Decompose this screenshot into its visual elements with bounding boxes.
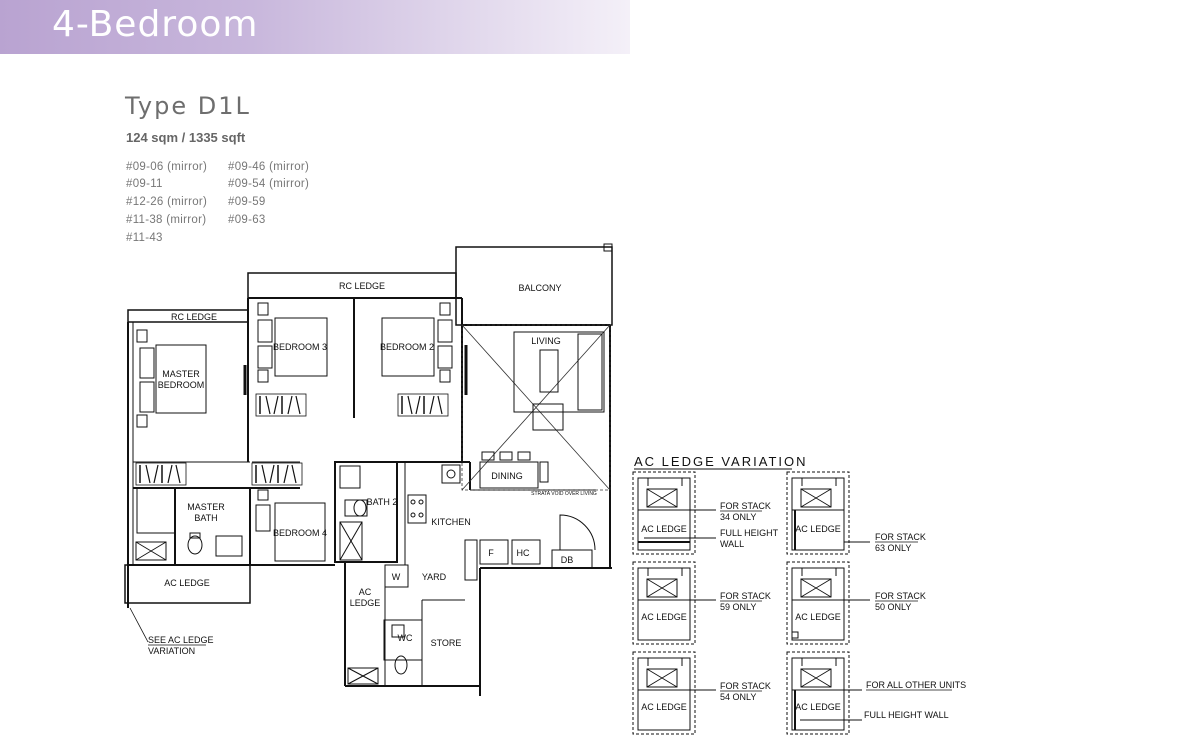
balcony-label: BALCONY: [518, 283, 561, 293]
full-height-wall-note: FULL HEIGHT WALL: [864, 710, 949, 720]
bath-2-label: BATH 2: [367, 497, 398, 507]
ac-unit-icon: [800, 668, 832, 688]
bedroom-2-label: BEDROOM 2: [380, 342, 434, 352]
ac-variation-title: AC LEDGE VARIATION: [634, 454, 808, 469]
ac-ledge-label: AC LEDGE: [795, 612, 841, 622]
stack-note: 63 ONLY: [875, 543, 911, 553]
stack-note: 34 ONLY: [720, 512, 756, 522]
ac-variation-item: [786, 651, 862, 735]
ac-ledge-label: AC LEDGE: [795, 524, 841, 534]
ac-ledge-yard-label: LEDGE: [350, 598, 381, 608]
stack-note: FOR STACK: [720, 501, 771, 511]
unit-number: #09-46 (mirror): [228, 161, 310, 173]
living-label: LIVING: [531, 336, 561, 346]
unit-number: #09-06 (mirror): [126, 161, 208, 173]
unit-area: 124 sqm / 1335 sqft: [126, 130, 246, 145]
ac-variation-item: [632, 561, 716, 645]
ac-variation-item: [632, 471, 716, 555]
see-variation-note: VARIATION: [148, 646, 195, 656]
wc-label: WC: [398, 633, 413, 643]
ac-variation-item: [786, 471, 870, 555]
ac-unit-icon: [646, 668, 678, 688]
stack-note: FOR STACK: [720, 681, 771, 691]
stack-note: FOR STACK: [875, 532, 926, 542]
full-height-wall-note: FULL HEIGHT: [720, 528, 779, 538]
wardrobe-icon: [135, 462, 187, 486]
stack-note: FOR STACK: [720, 591, 771, 601]
rc-ledge-left-label: RC LEDGE: [171, 312, 217, 322]
master-bedroom-label: BEDROOM: [158, 380, 205, 390]
wardrobe-icon: [255, 393, 307, 417]
ac-ledge-label: AC LEDGE: [164, 578, 210, 588]
ac-ledge-yard-label: AC: [359, 587, 372, 597]
ac-variation-item: [632, 651, 716, 735]
unit-number: #12-26 (mirror): [126, 196, 208, 208]
ac-ledge-label: AC LEDGE: [795, 702, 841, 712]
stack-note: 54 ONLY: [720, 692, 756, 702]
ac-unit-icon: [646, 488, 678, 508]
see-variation-note: SEE AC LEDGE: [148, 635, 214, 645]
ac-unit-icon: [800, 578, 832, 598]
fridge-label: F: [488, 548, 494, 558]
master-bedroom-label: MASTER: [162, 369, 200, 379]
ac-ledge-label: AC LEDGE: [641, 524, 687, 534]
hc-label: HC: [517, 548, 530, 558]
kitchen-label: KITCHEN: [431, 517, 471, 527]
ac-variation-item: [786, 561, 870, 645]
unit-number: #09-59: [228, 196, 266, 208]
stack-note: 59 ONLY: [720, 602, 756, 612]
dining-label: DINING: [491, 471, 523, 481]
header-banner: 4-Bedroom: [0, 0, 630, 54]
wardrobe-icon: [251, 462, 303, 486]
stack-note: FOR ALL OTHER UNITS: [866, 680, 966, 690]
bedroom-3-label: BEDROOM 3: [273, 342, 327, 352]
master-bath-label: BATH: [194, 513, 217, 523]
unit-number: #09-54 (mirror): [228, 178, 310, 190]
washer-label: W: [392, 572, 401, 582]
furniture: [136, 302, 605, 685]
ac-ledge-label: AC LEDGE: [641, 612, 687, 622]
ac-unit-icon: [800, 488, 832, 508]
wardrobe-icon: [397, 393, 449, 417]
stack-note: FOR STACK: [875, 591, 926, 601]
ac-ledge-label: AC LEDGE: [641, 702, 687, 712]
unit-number: #11-38 (mirror): [126, 214, 207, 226]
yard-label: YARD: [422, 572, 447, 582]
store-label: STORE: [431, 638, 462, 648]
unit-number: #11-43: [126, 232, 163, 244]
bedroom-4-label: BEDROOM 4: [273, 528, 327, 538]
ac-unit-icon: [646, 578, 678, 598]
full-height-wall-note: WALL: [720, 539, 744, 549]
unit-type-title: Type D1L: [125, 92, 251, 120]
unit-number: #09-11: [126, 178, 163, 190]
master-bath-label: MASTER: [187, 502, 225, 512]
strata-void-label: STRATA VOID OVER LIVING: [531, 491, 597, 497]
page-title: 4-Bedroom: [52, 4, 259, 45]
strata-void: [461, 324, 611, 491]
db-label: DB: [561, 555, 574, 565]
ac-unit-icon: [135, 541, 167, 561]
unit-number: #09-63: [228, 214, 266, 226]
rc-ledge-top-label: RC LEDGE: [339, 281, 385, 291]
stack-note: 50 ONLY: [875, 602, 911, 612]
